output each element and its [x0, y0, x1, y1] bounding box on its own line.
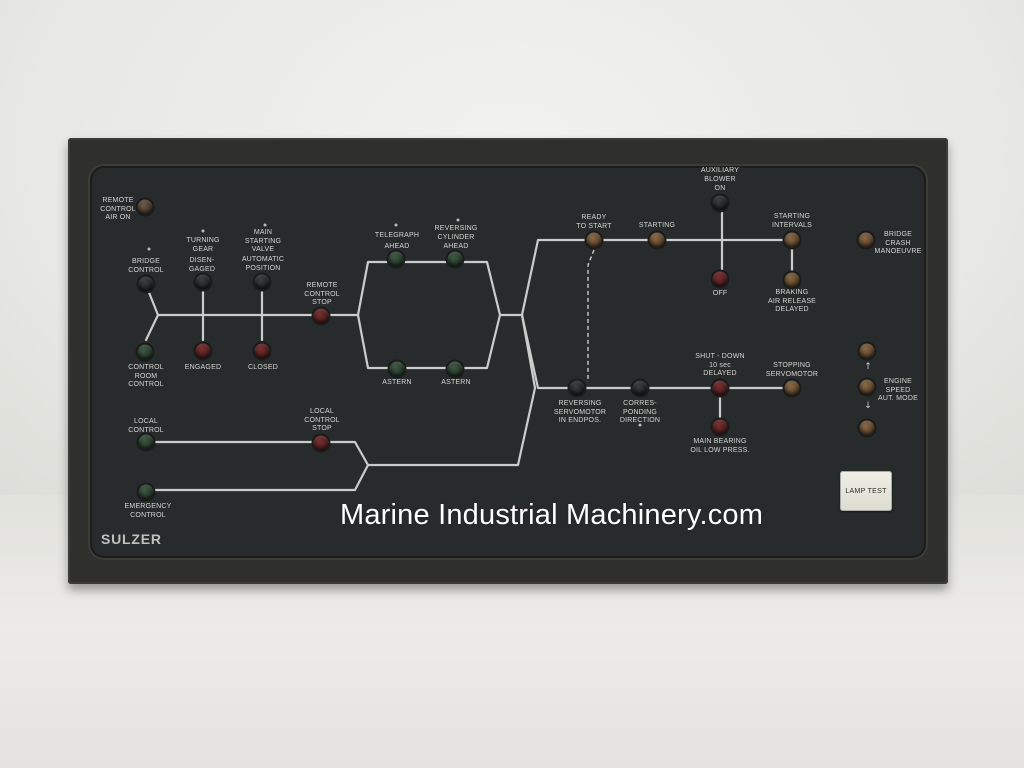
label-remote-control-air-on: REMOTE CONTROL AIR ON: [100, 197, 136, 221]
label-blower-on: ON: [714, 185, 726, 192]
lamp-auxiliary-blower-on: [712, 195, 728, 211]
label-main-starting-valve: MAIN STARTING VALVE: [244, 229, 282, 253]
label-automatic-position: AUTOMATIC POSITION: [241, 256, 285, 272]
lamp-starting: [649, 232, 665, 248]
label-stopping-servomotor: STOPPING SERVOMOTOR: [765, 362, 819, 378]
lamp-bridge-crash-manoeuvre: [858, 232, 874, 248]
label-braking-air-release: BRAKING AIR RELEASE DELAYED: [767, 289, 817, 313]
label-main-bearing-oil: MAIN BEARING OIL LOW PRESS.: [690, 438, 750, 454]
label-reversing-cylinder: REVERSING CYLINDER: [434, 225, 478, 241]
lamp-engine-speed-up: [859, 343, 875, 359]
lamp-stopping-servomotor: [784, 380, 800, 396]
lamp-cylinder-ahead: [447, 251, 463, 267]
lamp-remote-control-air-on: [137, 199, 153, 215]
label-ahead-telegraph: AHEAD: [384, 243, 410, 250]
arrow-down-icon: ↓: [864, 401, 872, 411]
marker-dot: [147, 247, 151, 251]
lamp-engine-speed-down: [859, 420, 875, 436]
label-emergency-control: EMERGENCY CONTROL: [124, 503, 172, 519]
lamp-local-control: [138, 434, 154, 450]
lamp-turning-gear-disengaged: [195, 274, 211, 290]
arrow-up-icon: ↑: [864, 362, 872, 372]
label-ahead-cylinder: AHEAD: [443, 243, 469, 250]
lamp-shut-down-delayed: [712, 380, 728, 396]
label-shut-down-delayed: SHUT - DOWN 10 sec DELAYED: [695, 353, 745, 377]
label-astern-cylinder: ASTERN: [441, 379, 471, 386]
label-astern-telegraph: ASTERN: [382, 379, 412, 386]
lamp-cylinder-astern: [447, 361, 463, 377]
marker-dot: [394, 223, 398, 227]
label-starting-intervals: STARTING INTERVALS: [771, 213, 813, 229]
label-blower-off: OFF: [712, 290, 728, 297]
label-disengaged: DISEN- GAGED: [188, 257, 216, 273]
marker-dot: [263, 223, 267, 227]
label-turning-gear: TURNING GEAR: [186, 237, 220, 253]
lamp-turning-gear-engaged: [195, 343, 211, 359]
lamp-auxiliary-blower-off: [712, 271, 728, 287]
lamp-telegraph-astern: [389, 361, 405, 377]
label-closed: CLOSED: [248, 364, 278, 371]
lamp-control-room-control: [137, 344, 153, 360]
label-remote-control-stop: REMOTE CONTROL STOP: [304, 282, 340, 306]
label-control-room-control: CONTROL ROOM CONTROL: [128, 364, 164, 388]
label-reversing-servomotor: REVERSING SERVOMOTOR IN ENDPOS.: [553, 400, 607, 424]
label-corresponding-direction: CORRES- PONDING DIRECTION: [619, 400, 661, 424]
brand-logo: SULZER: [101, 531, 162, 547]
label-bridge-control: BRIDGE CONTROL: [128, 258, 164, 274]
lamp-local-control-stop: [313, 435, 329, 451]
label-bridge-crash-manoeuvre: BRIDGE CRASH MANOEUVRE: [874, 231, 922, 255]
label-telegraph: TELEGRAPH: [374, 232, 420, 239]
lamp-valve-closed: [254, 343, 270, 359]
label-engaged: ENGAGED: [184, 364, 222, 371]
label-local-control-stop: LOCAL CONTROL STOP: [304, 408, 340, 432]
marker-dot: [201, 229, 205, 233]
lamp-test-button[interactable]: LAMP TEST: [840, 471, 892, 511]
lamp-bridge-control: [138, 276, 154, 292]
lamp-engine-speed-aut-mode: [859, 379, 875, 395]
watermark-text: Marine Industrial Machinery.com: [340, 499, 764, 531]
label-local-control: LOCAL CONTROL: [128, 418, 164, 434]
marker-dot: [638, 423, 642, 427]
label-starting: STARTING: [638, 222, 676, 229]
lamp-main-bearing-oil-low: [712, 419, 728, 435]
lamp-starting-intervals: [784, 232, 800, 248]
label-ready-to-start: READY TO START: [576, 214, 612, 230]
label-engine-speed-aut-mode: ENGINE SPEED AUT. MODE: [878, 378, 918, 402]
lamp-automatic-position: [254, 274, 270, 290]
lamp-telegraph-ahead: [388, 251, 404, 267]
lamp-remote-control-stop: [313, 308, 329, 324]
lamp-corresponding-direction: [632, 380, 648, 396]
lamp-braking-air-release: [784, 272, 800, 288]
lamp-emergency-control: [138, 484, 154, 500]
lamp-reversing-servomotor: [569, 380, 585, 396]
lamp-ready-to-start: [586, 232, 602, 248]
marker-dot: [456, 218, 460, 222]
label-auxiliary-blower: AUXILIARY BLOWER: [700, 167, 740, 183]
